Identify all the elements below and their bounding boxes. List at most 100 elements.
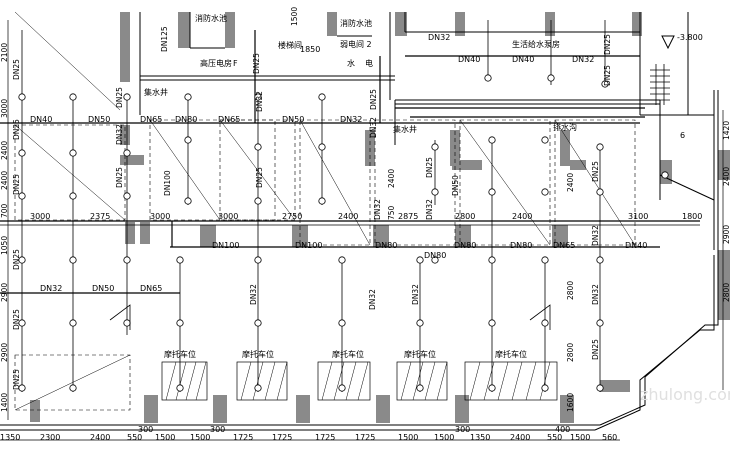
pipe-label: DN32 (591, 225, 600, 246)
pipe-label: DN32 (255, 91, 264, 112)
sprinkler-head (541, 384, 549, 392)
wall-line (599, 250, 719, 426)
pipe-label: DN25 (12, 369, 21, 390)
wall (600, 380, 630, 392)
sprinkler-head (18, 93, 26, 101)
wall (632, 12, 642, 36)
wall (30, 400, 40, 422)
dim-label: 2800 (566, 343, 575, 362)
parking-bay (459, 119, 551, 246)
sprinkler-head (338, 256, 346, 264)
bay-diagonal (299, 119, 371, 246)
dim-label: 1500 (398, 433, 418, 442)
dim-label: 1050 (0, 236, 9, 255)
pipe-label: DN40 (625, 241, 647, 250)
sprinkler-head (596, 256, 604, 264)
sprinkler-head (488, 384, 496, 392)
pipe-label: DN100 (295, 241, 322, 250)
sprinkler-head (254, 93, 262, 101)
sprinkler-head (661, 171, 669, 179)
dim-label: 1725 (355, 433, 375, 442)
moto-bay (161, 361, 208, 401)
room-label: 高压电房 (200, 58, 232, 68)
sprinkler-head (254, 319, 262, 327)
moto-hatch (165, 361, 551, 401)
hatch (511, 361, 523, 401)
watermark: zhulong.com (640, 385, 730, 404)
dim-label: 2400 (566, 173, 575, 192)
sprinkler-head (176, 384, 184, 392)
dim-label: 750 (387, 205, 396, 220)
sprinkler-head (184, 197, 192, 205)
dim-label: 2800 (455, 212, 475, 221)
bay-diagonal (14, 124, 126, 221)
parking-label: 摩托车位 (164, 349, 196, 359)
wall (225, 12, 235, 48)
dim-label: 550 (127, 433, 142, 442)
flow-arrows (109, 304, 551, 330)
pipe-label: DN32 (368, 289, 377, 310)
dim-label: 2400 (0, 171, 9, 190)
hatch (412, 361, 424, 401)
pipe-label: DN40 (458, 55, 480, 64)
room-label: 生活给水泵房 (512, 39, 560, 49)
pipe-label: DN25 (12, 249, 21, 270)
dim-label: 1350 (0, 433, 20, 442)
wall (560, 130, 570, 166)
sprinkler-head (484, 74, 492, 82)
sprinkler-heads (18, 74, 669, 392)
sprinkler-head (254, 197, 262, 205)
parking-bay (219, 119, 296, 221)
room-label: 集水井 (393, 124, 417, 134)
hatch (333, 361, 345, 401)
pipe-label: DN65 (140, 284, 162, 293)
pipe-label: DN25 (12, 119, 21, 140)
pipe-label: DN80 (375, 241, 397, 250)
sprinkler-head (488, 256, 496, 264)
dim-label: 2400 (512, 212, 532, 221)
dim-label: 1725 (272, 433, 292, 442)
dim-label: 2900 (0, 343, 9, 362)
pipe-label: DN125 (160, 26, 169, 52)
dim-label: 400 (555, 425, 570, 434)
dim-label: 2400 (510, 433, 530, 442)
pipe-label: DN25 (255, 167, 264, 188)
bay-diagonal (149, 119, 221, 221)
sprinkler-head (488, 319, 496, 327)
sprinkler-head (123, 319, 131, 327)
wall (455, 12, 465, 36)
hatch (264, 361, 276, 401)
room-label: 6 (680, 131, 685, 140)
dim-label: 700 (0, 203, 9, 218)
sprinkler-head (123, 192, 131, 200)
dim-label: 1500 (290, 7, 299, 26)
dim-label: 2375 (90, 212, 110, 221)
elevation-label: -3.800 (677, 33, 703, 42)
dim-label: 560 (602, 433, 617, 442)
sprinkler-head (123, 93, 131, 101)
pipe-label: DN50 (451, 175, 460, 196)
bay-diagonal (14, 354, 131, 411)
wall (120, 12, 130, 82)
branches (21, 20, 606, 392)
room-label: 水 (347, 58, 355, 68)
sprinkler-head (596, 188, 604, 196)
dim-label: 1500 (570, 433, 590, 442)
dim-label: 300 (455, 425, 470, 434)
hatch (345, 361, 357, 401)
hatch (357, 361, 369, 401)
parking-label: 摩托车位 (404, 349, 436, 359)
wall (718, 150, 730, 180)
moto-bay (396, 361, 448, 401)
pipe-label: DN32 (425, 199, 434, 220)
dim-label: 1725 (233, 433, 253, 442)
dim-label: 1725 (315, 433, 335, 442)
sprinkler-head (596, 384, 604, 392)
pipe-label: DN25 (591, 161, 600, 182)
dim-label: 1420 (722, 121, 730, 140)
parking-bay (149, 119, 276, 221)
hatch (436, 361, 448, 401)
arrow-icon (529, 304, 551, 330)
